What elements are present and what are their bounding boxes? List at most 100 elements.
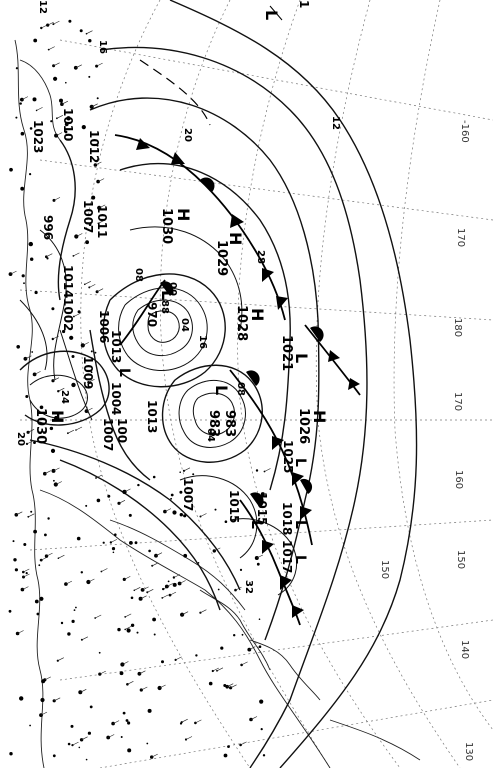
- low-970-symbol: L: [158, 290, 177, 300]
- wind-barb: [227, 683, 234, 687]
- low-1011-value: 1011: [95, 205, 109, 238]
- lon-label-160e: 160: [453, 470, 464, 489]
- station-mark: [88, 39, 92, 43]
- station-mark: [85, 504, 88, 507]
- wind-barb: [34, 371, 41, 375]
- station-mark: [60, 621, 64, 625]
- label-1007c: 1007: [81, 200, 95, 233]
- station-mark: [262, 754, 266, 757]
- wind-barb: [84, 281, 91, 285]
- station-mark: [56, 659, 59, 662]
- wind-barb: [159, 684, 166, 689]
- station-mark: [80, 571, 84, 574]
- station-mark: [49, 426, 54, 431]
- wind-barb: [53, 197, 61, 201]
- station-mark: [220, 646, 224, 650]
- wind-barb: [185, 736, 193, 740]
- wind-barb: [55, 481, 62, 485]
- station-mark: [259, 699, 264, 704]
- label-1012: 1012: [87, 130, 101, 163]
- station-mark: [71, 355, 75, 358]
- low-1017-value: 1017: [280, 540, 294, 573]
- station-mark: [54, 415, 59, 421]
- wind-barb: [44, 676, 51, 681]
- station-mark: [239, 568, 243, 572]
- station-mark: [71, 619, 75, 624]
- station-mark: [62, 329, 66, 334]
- station-mark: [126, 683, 129, 686]
- station-mark: [40, 697, 45, 703]
- lon-label-140e: 140: [459, 640, 470, 659]
- station-mark: [87, 731, 91, 735]
- label-1013b: 1013: [109, 330, 123, 363]
- wind-barb: [66, 121, 73, 125]
- station-mark: [146, 742, 149, 745]
- station-mark: [14, 568, 18, 572]
- svg-text:L: L: [262, 10, 281, 20]
- station-mark: [59, 98, 63, 103]
- wind-barb: [54, 697, 61, 702]
- wind-barb: [53, 467, 60, 472]
- isobar-label-20b: 20: [15, 432, 26, 446]
- station-mark: [96, 179, 100, 184]
- station-mark: [19, 102, 22, 105]
- wind-barb: [81, 736, 88, 741]
- wind-barb: [125, 613, 132, 618]
- station-mark: [67, 632, 71, 636]
- station-mark: [179, 471, 181, 474]
- wind-barb: [195, 719, 202, 724]
- wind-barb: [155, 552, 163, 556]
- isobar-label-04b: 04: [205, 428, 216, 442]
- isobar-label-00: 00: [167, 282, 178, 296]
- lon-label-130e: 130: [463, 742, 474, 761]
- wind-barb: [76, 233, 83, 237]
- low-1021-symbol: L: [292, 353, 311, 363]
- station-mark: [71, 382, 76, 388]
- wind-barb: [175, 656, 182, 661]
- wind-barb: [101, 568, 108, 572]
- wind-barb: [26, 440, 34, 445]
- lon-label-160w: -160: [459, 120, 470, 143]
- wind-barb: [169, 591, 177, 596]
- station-mark: [98, 651, 101, 654]
- high-1015-value: 1015: [227, 490, 241, 523]
- wind-barb: [73, 252, 80, 257]
- low-1023-value: 1023: [31, 120, 45, 153]
- high-1029-symbol: H: [226, 232, 245, 245]
- station-mark: [76, 536, 81, 541]
- graticule: [19, 0, 493, 768]
- station-mark: [81, 125, 86, 130]
- station-mark: [94, 351, 97, 354]
- station-mark: [161, 660, 164, 664]
- station-mark: [114, 533, 117, 536]
- wind-barb: [61, 100, 69, 105]
- station-mark: [23, 543, 27, 546]
- station-mark: [68, 19, 72, 23]
- wind-barb: [240, 741, 247, 746]
- station-mark: [13, 558, 17, 562]
- station-mark: [51, 307, 55, 311]
- station-mark: [25, 572, 28, 575]
- wind-barb: [151, 753, 158, 758]
- station-mark: [117, 627, 121, 632]
- isobar-label-04: 04: [179, 318, 190, 332]
- wind-barb: [23, 568, 30, 573]
- wind-barb: [28, 513, 35, 518]
- low-1010-value: 1010: [61, 108, 75, 141]
- station-mark: [23, 282, 25, 285]
- coastlines: [14, 39, 421, 768]
- low-1002-value: 1002: [61, 298, 75, 331]
- station-mark: [29, 127, 33, 130]
- low-970-value: 970: [145, 302, 159, 327]
- station-mark: [136, 631, 139, 634]
- low-1025-symbol: L: [292, 458, 308, 467]
- station-mark: [192, 473, 195, 476]
- station-mark: [10, 168, 13, 171]
- wind-barb: [162, 594, 169, 599]
- station-mark: [66, 116, 71, 121]
- station-mark: [25, 395, 29, 398]
- station-mark: [208, 681, 213, 686]
- wind-barb: [139, 670, 146, 675]
- wind-barb: [96, 288, 104, 292]
- wind-barb: [214, 547, 221, 552]
